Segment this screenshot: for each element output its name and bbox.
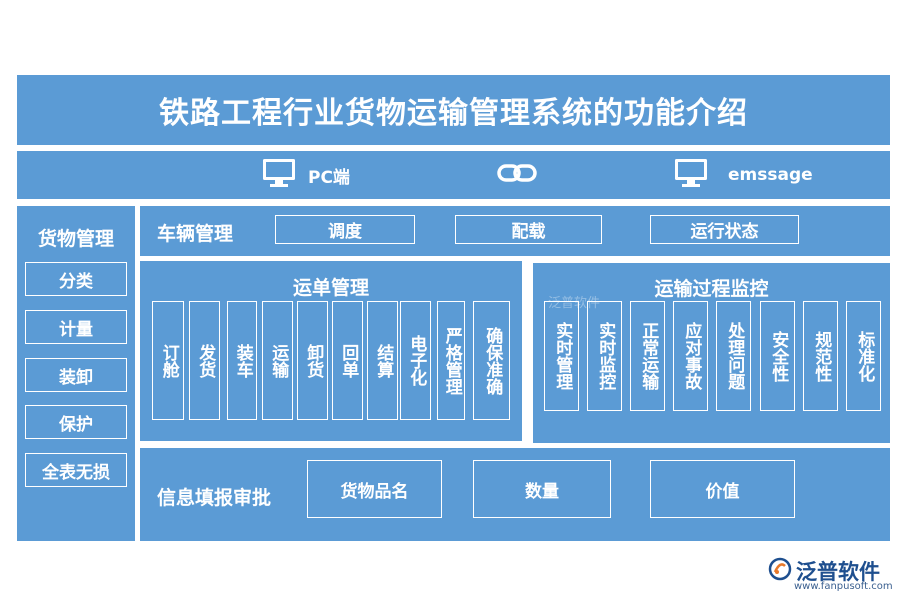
monitor-item: 应对事故 [673,301,708,411]
faint-watermark: 泛普软件 [548,296,601,311]
monitor-item: 正常运输 [630,301,665,411]
vehicle-title: 车辆管理 [157,223,234,245]
waybill-item: 运输 [262,301,293,420]
cargo-item: 计量 [25,310,127,344]
monitor-item: 实时管理 [544,301,579,411]
waybill-title: 运单管理 [292,277,369,299]
brand-mark-icon [768,557,792,585]
platform-pc: PC端 [262,151,350,199]
waybill-item: 电子化 [400,301,431,420]
monitor-panel: 运输过程监控 实时管理 实时监控 正常运输 应对事故 处理问题 安全性 规范性 … [533,263,890,443]
info-item: 价值 [650,460,795,518]
platform-message: emssage [674,151,813,199]
vehicle-item: 调度 [275,215,415,244]
platform-bar: PC端 emssage [17,151,890,199]
platform-pc-label: PC端 [308,167,350,188]
cargo-item: 保护 [25,405,127,439]
diagram-title: 铁路工程行业货物运输管理系统的功能介绍 [17,75,890,145]
brand-name: 泛普软件 [796,560,880,584]
info-item: 数量 [473,460,611,518]
monitor-icon [262,158,296,192]
waybill-item: 装车 [227,301,257,420]
monitor-icon [674,158,708,192]
platform-message-label: emssage [728,165,813,185]
waybill-item: 确保准确 [473,301,510,420]
info-title: 信息填报审批 [157,487,272,509]
waybill-panel: 运单管理 订舱 发货 装车 运输 卸货 回单 结算 电子化 严格管理 确保准确 [140,261,522,441]
info-panel: 信息填报审批 货物品名 数量 价值 [140,448,890,541]
cargo-item: 分类 [25,262,127,296]
cargo-item: 全表无损 [25,453,127,487]
monitor-item: 安全性 [760,301,795,411]
vehicle-panel: 车辆管理 调度 配载 运行状态 [140,206,890,256]
monitor-title: 运输过程监控 [654,278,769,300]
platform-link [497,151,537,199]
waybill-item: 订舱 [152,301,184,420]
waybill-item: 卸货 [297,301,328,420]
brand-logo: 泛普软件 [768,556,880,586]
vehicle-item: 运行状态 [650,215,799,244]
link-icon [497,162,537,188]
waybill-item: 发货 [189,301,220,420]
waybill-item: 严格管理 [437,301,465,420]
monitor-item: 实时监控 [587,301,622,411]
monitor-item: 处理问题 [716,301,751,411]
vehicle-item: 配载 [455,215,602,244]
cargo-panel: 货物管理 分类 计量 装卸 保护 全表无损 [17,206,135,541]
waybill-item: 回单 [332,301,363,420]
waybill-item: 结算 [367,301,398,420]
monitor-item: 规范性 [803,301,838,411]
cargo-item: 装卸 [25,358,127,392]
cargo-title: 货物管理 [37,228,114,250]
brand-url: www.fanpusoft.com [794,581,893,592]
monitor-item: 标准化 [846,301,881,411]
info-item: 货物品名 [307,460,442,518]
